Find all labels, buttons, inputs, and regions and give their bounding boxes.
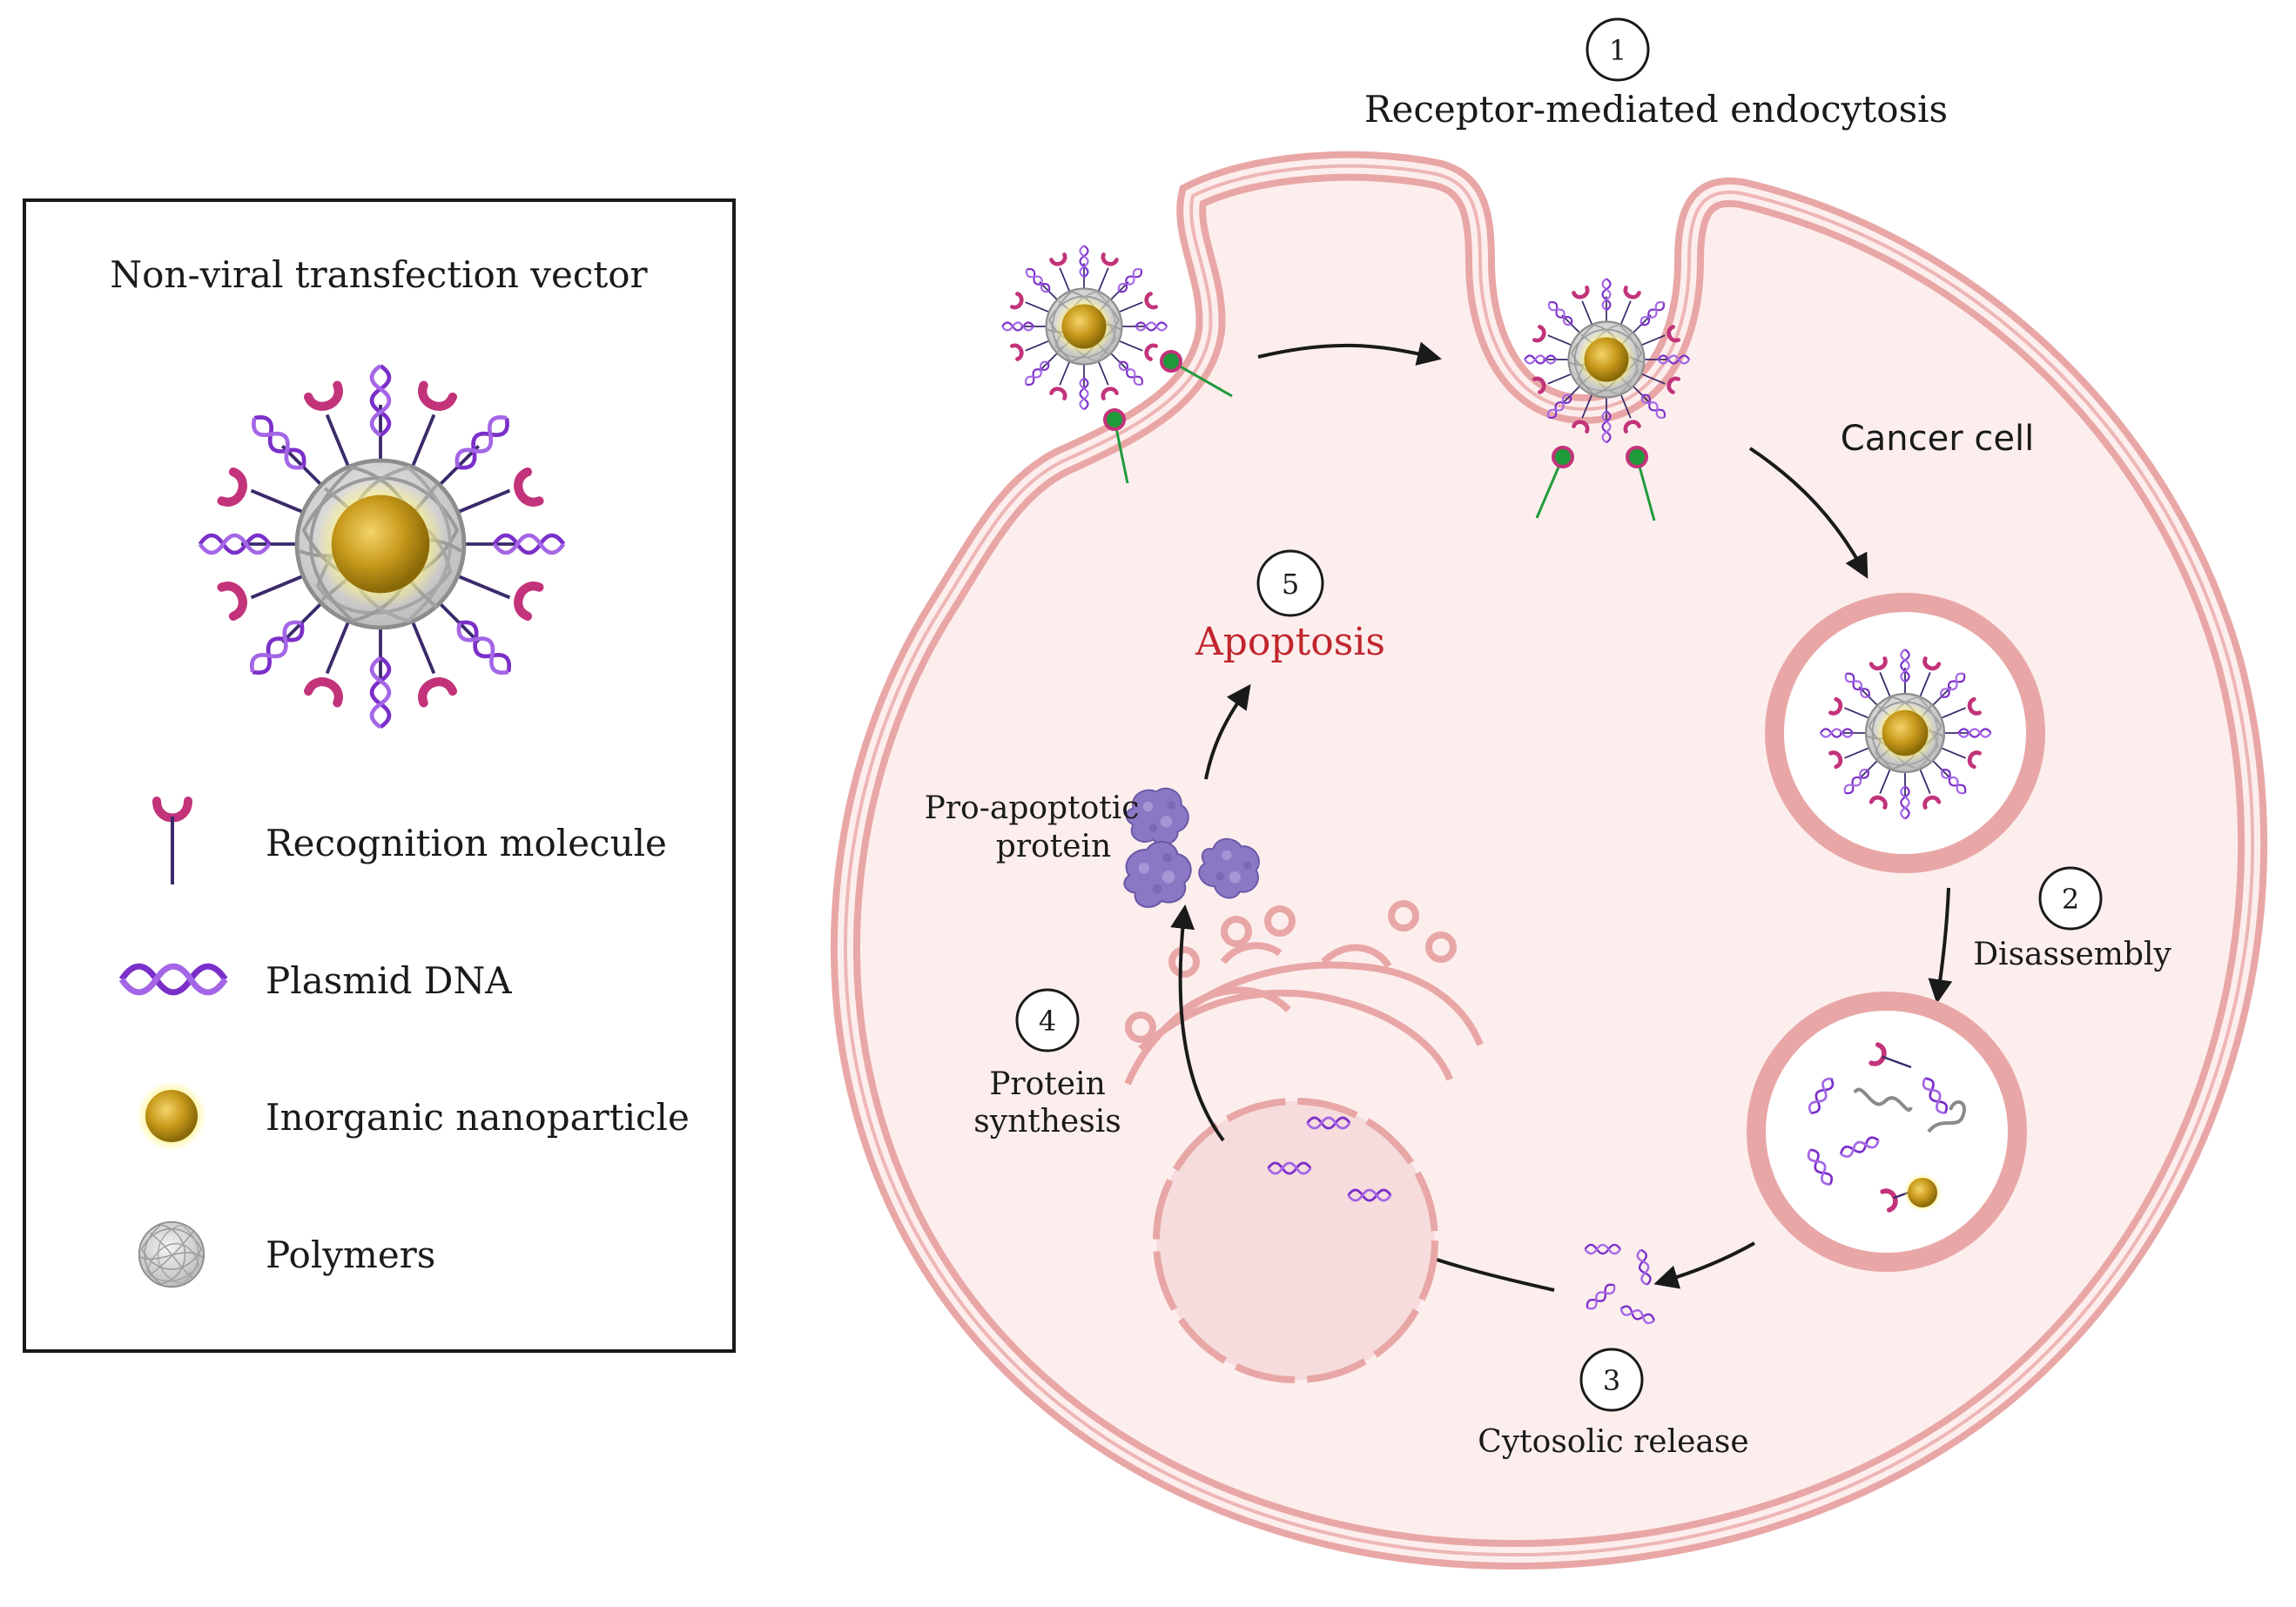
step-1-label: Receptor-mediated endocytosis	[1364, 88, 1948, 131]
legend-label-plasmid-dna: Plasmid DNA	[266, 959, 512, 1002]
endosome-with-vector	[1765, 593, 2045, 873]
recognition-molecule-icon	[152, 797, 192, 884]
step-4-number: 4	[1039, 1005, 1056, 1038]
step-2-number: 2	[2062, 883, 2079, 916]
step-2: 2 Disassembly	[1973, 866, 2171, 972]
step-4: 4 Protein synthesis	[973, 988, 1121, 1140]
arrow-to-cytosol	[1653, 1241, 1755, 1289]
step-3-label: Cytosolic release	[1478, 1424, 1748, 1460]
arrow-protein-synthesis	[1170, 904, 1225, 1142]
step-1-number: 1	[1609, 34, 1626, 67]
legend-box: Non-viral transfection vector Recognitio…	[23, 198, 736, 1353]
endoplasmic-reticulum	[1124, 900, 1484, 1086]
step-5-number: 5	[1282, 568, 1299, 601]
step-4-label-line2: synthesis	[973, 1104, 1121, 1140]
legend-title: Non-viral transfection vector	[110, 253, 648, 296]
legend-label-recognition: Recognition molecule	[266, 822, 667, 864]
arrow-to-apoptosis	[1204, 683, 1251, 780]
cancer-cell-label: Cancer cell	[1841, 419, 2034, 459]
arrow-disassembly	[1928, 887, 1953, 1005]
polymers-icon	[138, 1220, 205, 1288]
step-5: 5 Apoptosis	[1195, 549, 1385, 664]
legend-label-inorganic-nanoparticle: Inorganic nanoparticle	[266, 1096, 690, 1139]
arrow-endocytosis	[1257, 341, 1442, 366]
protein-label-line1: Pro-apoptotic	[925, 790, 1140, 826]
step-5-label: Apoptosis	[1195, 620, 1385, 664]
inorganic-nanoparticle-icon	[137, 1081, 206, 1151]
step-4-label-line1: Protein	[989, 1066, 1106, 1102]
arrow-to-endosome	[1748, 447, 1868, 579]
legend-label-polymers: Polymers	[266, 1234, 435, 1276]
protein-label-line2: protein	[996, 829, 1111, 864]
nucleus	[1153, 1098, 1438, 1383]
step-2-label: Disassembly	[1973, 937, 2171, 972]
step-3-number: 3	[1603, 1364, 1620, 1397]
step-3: 3 Cytosolic release	[1478, 1348, 1749, 1460]
receptor-pair-1	[1103, 350, 1233, 484]
vector-approaching	[1002, 245, 1167, 409]
receptor-pair-2	[1535, 446, 1656, 521]
step-1: 1 Receptor-mediated endocytosis	[1364, 17, 1948, 131]
endosome-disassembled	[1747, 992, 2027, 1272]
